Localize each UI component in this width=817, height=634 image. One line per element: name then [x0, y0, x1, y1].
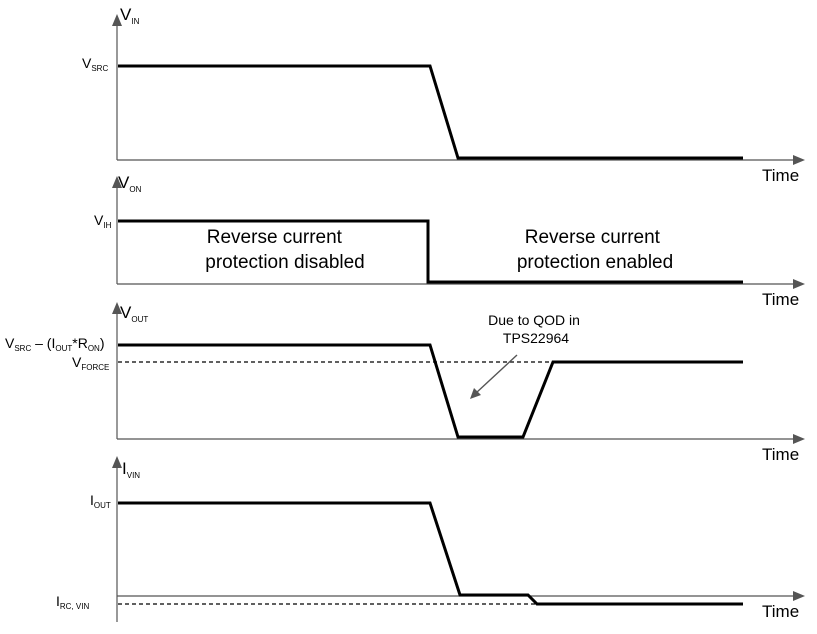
- vout-axis-label: VOUT: [120, 303, 148, 324]
- vin-waveform: [118, 64, 743, 160]
- von-waveform: [118, 219, 743, 284]
- vin-y-arrow-icon: [112, 14, 122, 26]
- vin-level-vsrc: VSRC: [82, 55, 108, 73]
- von-x-arrow-icon: [793, 279, 805, 289]
- ivin-time-label: Time: [762, 602, 799, 621]
- ivin-x-arrow-icon: [793, 591, 805, 601]
- qod-pointer-arrow-icon: [470, 388, 481, 399]
- von-region-enabled: Reverse current protection enabled: [517, 227, 673, 273]
- von-region-disabled: Reverse current protection disabled: [205, 227, 365, 273]
- vin-panel: VIN Time VSRC: [82, 5, 805, 185]
- vout-level-vsrc: VSRC – (IOUT*RON): [5, 335, 104, 353]
- vin-time-label: Time: [762, 166, 799, 185]
- vout-waveform: [118, 343, 743, 439]
- vout-time-label: Time: [762, 445, 799, 464]
- vout-x-arrow-icon: [793, 434, 805, 444]
- von-y-arrow-icon: [112, 176, 122, 188]
- vin-axis-label: VIN: [120, 5, 140, 26]
- vout-qod-note: Due to QOD in TPS22964: [488, 312, 584, 346]
- vout-level-vforce: VFORCE: [72, 354, 109, 372]
- qod-pointer-line: [475, 354, 518, 394]
- von-level-vih: VIH: [94, 212, 112, 230]
- von-panel: VON Time VIH Reverse current protection …: [94, 173, 805, 309]
- vout-y-arrow-icon: [112, 302, 122, 314]
- vin-x-arrow-icon: [793, 155, 805, 165]
- ivin-level-irc: IRC, VIN: [56, 593, 89, 611]
- von-time-label: Time: [762, 290, 799, 309]
- ivin-level-iout: IOUT: [90, 492, 111, 510]
- von-axis-label: VON: [118, 173, 142, 194]
- ivin-waveform: [118, 501, 743, 606]
- vout-panel: VOUT Time VSRC – (IOUT*RON) VFORCE Due t…: [5, 302, 805, 464]
- ivin-axis-label: IVIN: [122, 459, 140, 480]
- ivin-panel: IVIN Time IOUT IRC, VIN: [56, 456, 805, 622]
- ivin-y-arrow-icon: [112, 456, 122, 468]
